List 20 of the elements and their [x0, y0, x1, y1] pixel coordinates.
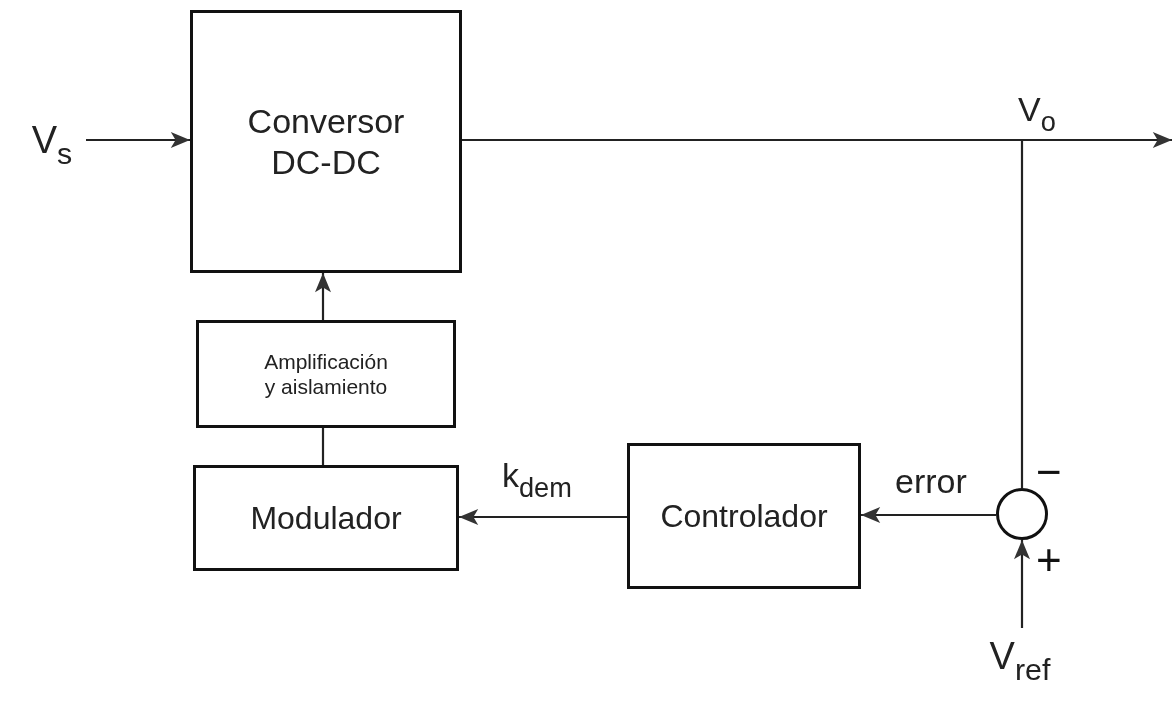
block-box	[193, 465, 459, 571]
sign-label: +	[1036, 538, 1062, 582]
signal-label: V$_{ref}$	[989, 634, 1051, 688]
block-label: Amplificación y aislamiento	[263, 348, 389, 400]
block-label: Modulador	[250, 498, 402, 538]
arrow	[315, 273, 331, 320]
arrow	[861, 507, 996, 523]
block-label: Conversor DC-DC	[246, 100, 406, 183]
block-box	[190, 10, 462, 273]
signal-label: V$_{s}$	[31, 118, 73, 172]
block-label: Controlador	[660, 496, 828, 536]
arrow	[459, 509, 627, 525]
arrow	[1014, 540, 1030, 628]
summing-junction-circle	[996, 488, 1048, 540]
block-box	[196, 320, 456, 428]
block-box	[627, 443, 861, 589]
connector-line	[321, 428, 325, 465]
arrow	[86, 132, 190, 148]
sign-label: −	[1036, 450, 1062, 494]
connector-line	[462, 138, 1024, 488]
